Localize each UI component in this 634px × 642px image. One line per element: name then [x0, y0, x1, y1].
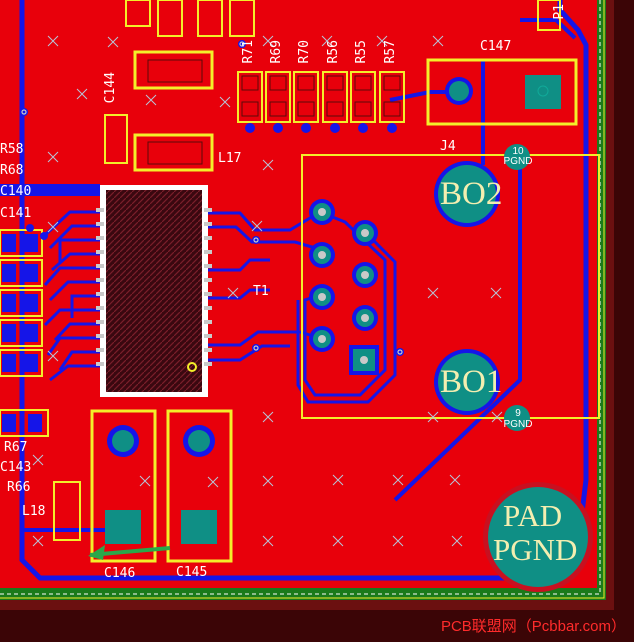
- bo2-pad-label: BO2: [440, 176, 503, 212]
- resistor-array: [237, 71, 405, 133]
- pin10-number: 10: [512, 146, 524, 157]
- label-c140: C140: [0, 184, 32, 199]
- label-t1: T1: [253, 284, 269, 299]
- pin10-net: PGND: [503, 156, 533, 167]
- bo1-pad-label: BO1: [440, 364, 503, 400]
- c145-outline: [166, 409, 233, 563]
- l17-outline: [133, 50, 214, 172]
- label-r69: R69: [269, 40, 284, 64]
- c144-outline: [104, 114, 128, 164]
- pin10-pad: [504, 144, 530, 170]
- pad-label-line1: PAD: [503, 498, 563, 533]
- t1-left-traces: [43, 210, 100, 382]
- label-c143: C143: [0, 460, 32, 475]
- label-r58: R58: [0, 142, 24, 157]
- pin9-number: 9: [515, 408, 521, 419]
- t1-right-traces: [205, 210, 397, 404]
- label-r56: R56: [326, 40, 341, 64]
- label-c146: C146: [104, 566, 136, 581]
- label-p1: P1: [552, 4, 567, 20]
- label-c141: C141: [0, 206, 32, 221]
- label-c145: C145: [176, 565, 208, 580]
- pin9-net: PGND: [503, 419, 533, 430]
- label-l17: L17: [218, 151, 242, 166]
- label-r70: R70: [297, 40, 312, 64]
- c146-outline: [90, 409, 157, 563]
- j4-outline: [301, 154, 600, 419]
- pin9-pad: [504, 405, 530, 431]
- vias: [20, 40, 404, 356]
- c147-outline: [426, 58, 578, 126]
- stitch-crosses: [32, 35, 503, 547]
- label-c147: C147: [480, 39, 512, 54]
- label-l18: L18: [22, 504, 46, 519]
- t1-ic-body: [106, 190, 202, 392]
- label-c144: C144: [103, 72, 118, 104]
- label-r71: R71: [241, 40, 256, 64]
- j4-pins: [309, 199, 379, 375]
- label-r68: R68: [0, 163, 24, 178]
- label-r67: R67: [4, 440, 28, 455]
- label-r57: R57: [383, 40, 398, 64]
- pad-label-line2: PGND: [493, 532, 578, 567]
- c140-trace: [0, 184, 100, 196]
- label-r55: R55: [354, 40, 369, 64]
- label-r66: R66: [7, 480, 31, 495]
- watermark: PCB联盟网（Pcbbar.com）: [440, 618, 626, 635]
- label-j4: J4: [440, 139, 456, 154]
